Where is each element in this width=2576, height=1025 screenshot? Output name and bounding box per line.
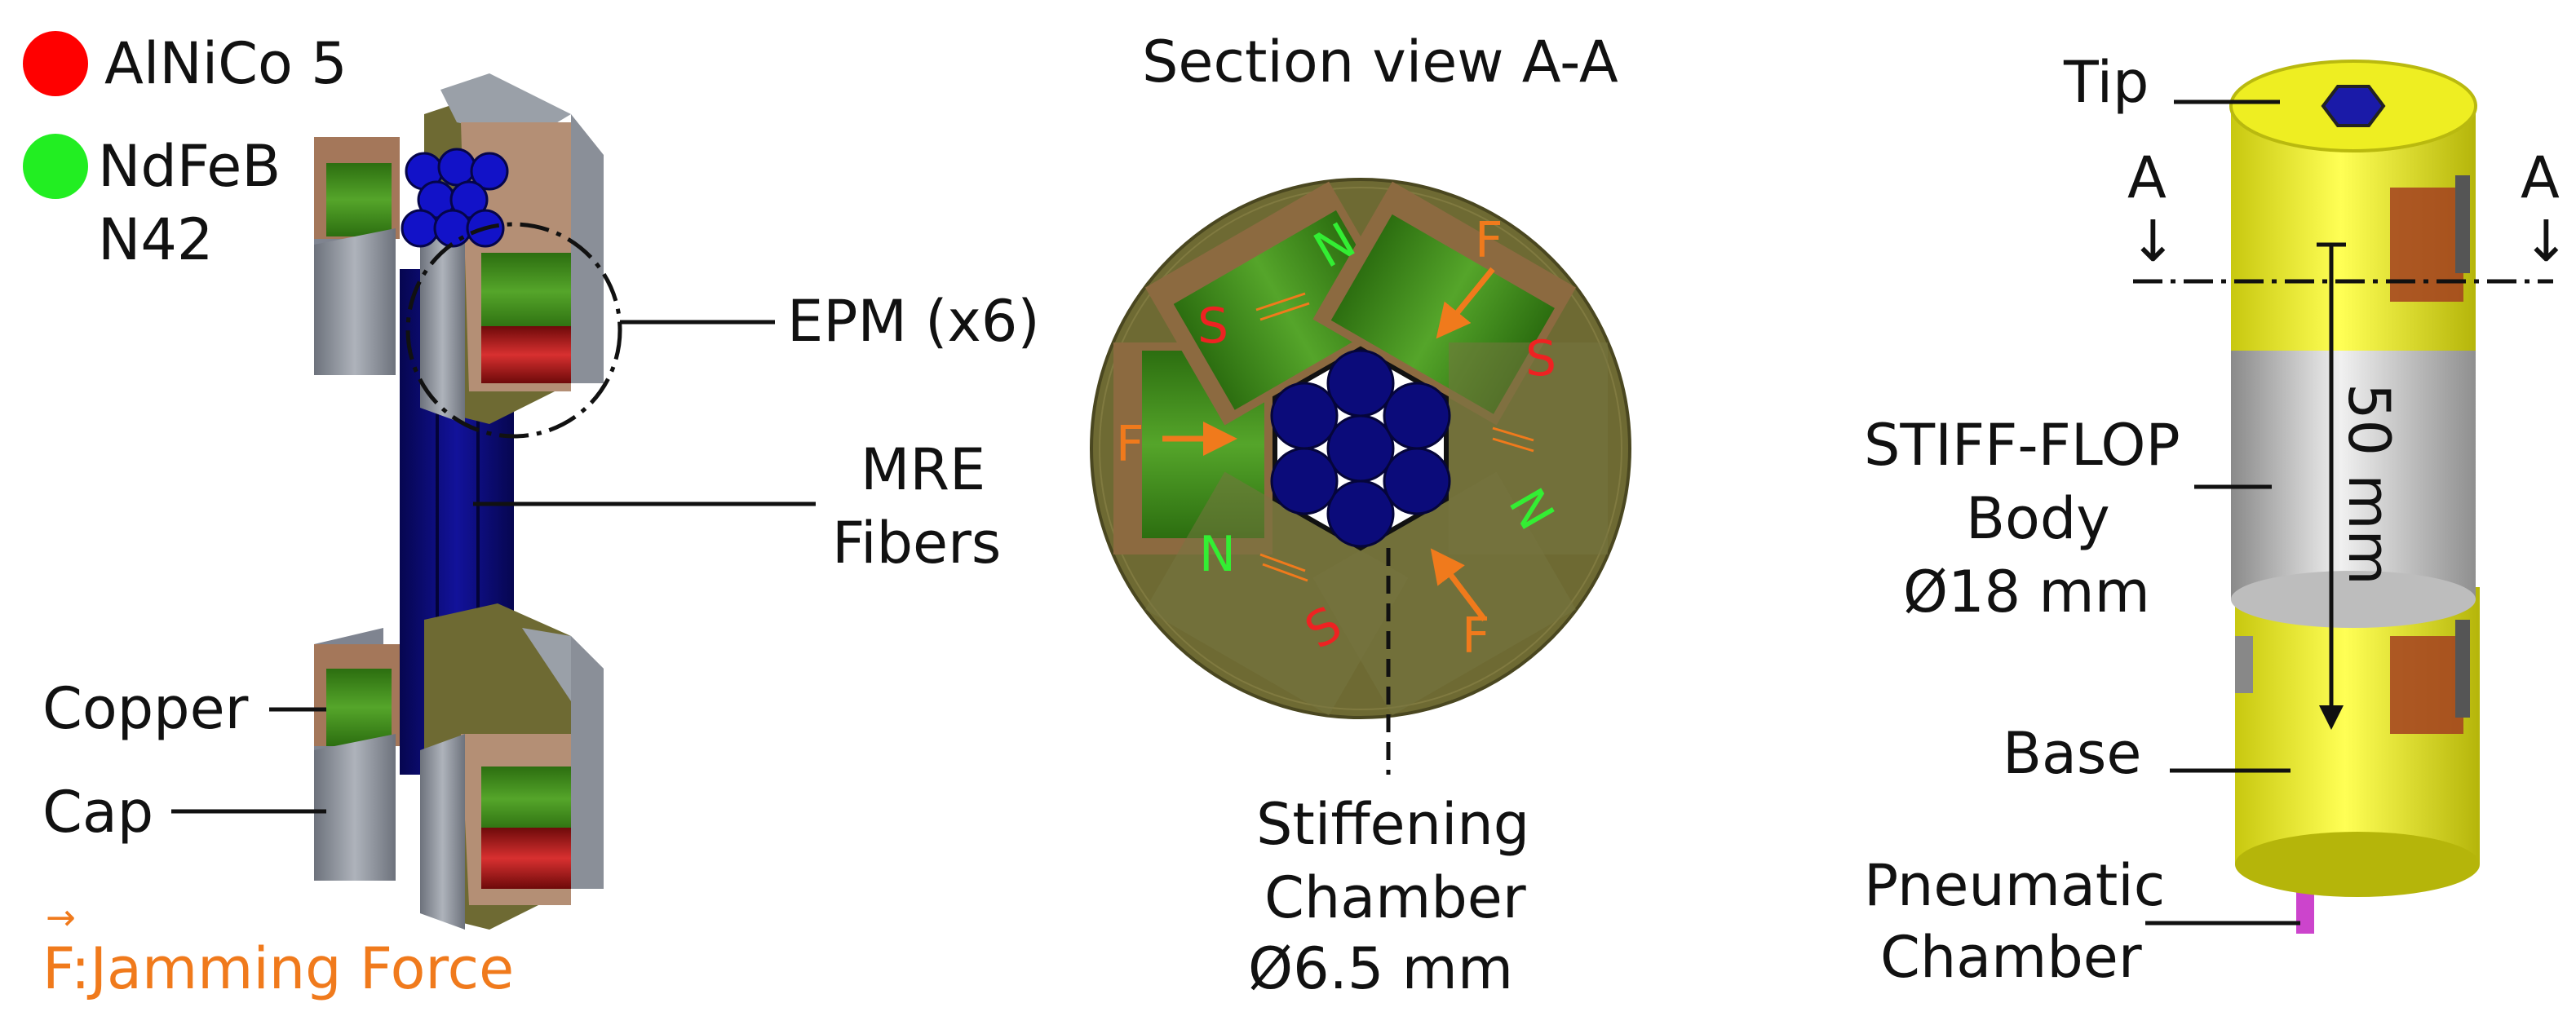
alnico-label: AlNiCo 5 (104, 30, 347, 97)
section-arrow-left: ↓ (2129, 208, 2177, 275)
tip-hex-opening (2321, 85, 2386, 127)
epm-label: EPM (x6) (787, 288, 1040, 355)
force-legend-label: F:Jamming Force (42, 935, 514, 1002)
pneumatic-label-line1: Pneumatic (1864, 852, 2165, 919)
ndfeb-label-line2: N42 (98, 206, 213, 273)
force-arrows (1162, 267, 1495, 622)
length-dimension: 50 mm (2335, 383, 2402, 585)
mre-label-line1: MRE (861, 436, 985, 503)
stiff-flop-side-view: A ↓ A ↓ 50 mm Tip STIFF-FLOP Body Ø18 mm… (1864, 49, 2570, 991)
section-marker-a-left: A (2127, 144, 2167, 211)
cap-label: Cap (42, 779, 153, 846)
force-symbol: → (46, 897, 76, 939)
jamming-assembly-3d (314, 73, 622, 930)
bottom-epm-module (314, 603, 604, 930)
base-label: Base (2003, 720, 2141, 787)
left-annotations: EPM (x6) MRE Fibers Copper Cap → F:Jammi… (42, 288, 1040, 1002)
pole-f-left: F (1116, 416, 1144, 473)
section-arrow-right: ↓ (2522, 208, 2570, 275)
pneumatic-label-line2: Chamber (1880, 924, 2142, 991)
pole-f-top: F (1475, 212, 1503, 269)
ndfeb-label-line1: NdFeB (98, 133, 281, 200)
alnico-swatch (23, 31, 88, 96)
tip-label: Tip (2063, 49, 2149, 116)
copper-label: Copper (42, 675, 249, 742)
body-label-line2: Body (1966, 485, 2110, 552)
legend: AlNiCo 5 NdFeB N42 (23, 30, 347, 273)
section-marker-a-right: A (2521, 144, 2560, 211)
body-label-line3: Ø18 mm (1903, 559, 2150, 625)
pole-s-left: S (1197, 298, 1228, 355)
top-epm-module (314, 73, 622, 439)
pole-s-right: S (1525, 330, 1556, 387)
pole-n-bottom: N (1199, 526, 1236, 583)
stiffening-label-line3: Ø6.5 mm (1248, 935, 1513, 1002)
stiffening-label-line1: Stiffening (1256, 791, 1529, 858)
fiber-cross-sections (1270, 349, 1451, 548)
stiffening-label-line2: Chamber (1264, 864, 1526, 931)
body-label-line1: STIFF-FLOP (1864, 412, 2180, 479)
field-ticks (1255, 292, 1534, 582)
ndfeb-swatch (23, 134, 88, 199)
pole-f-bottom: F (1462, 607, 1490, 665)
section-view: Section view A-A (1090, 29, 1631, 1002)
section-title: Section view A-A (1142, 29, 1618, 95)
mre-label-line2: Fibers (832, 510, 1001, 577)
